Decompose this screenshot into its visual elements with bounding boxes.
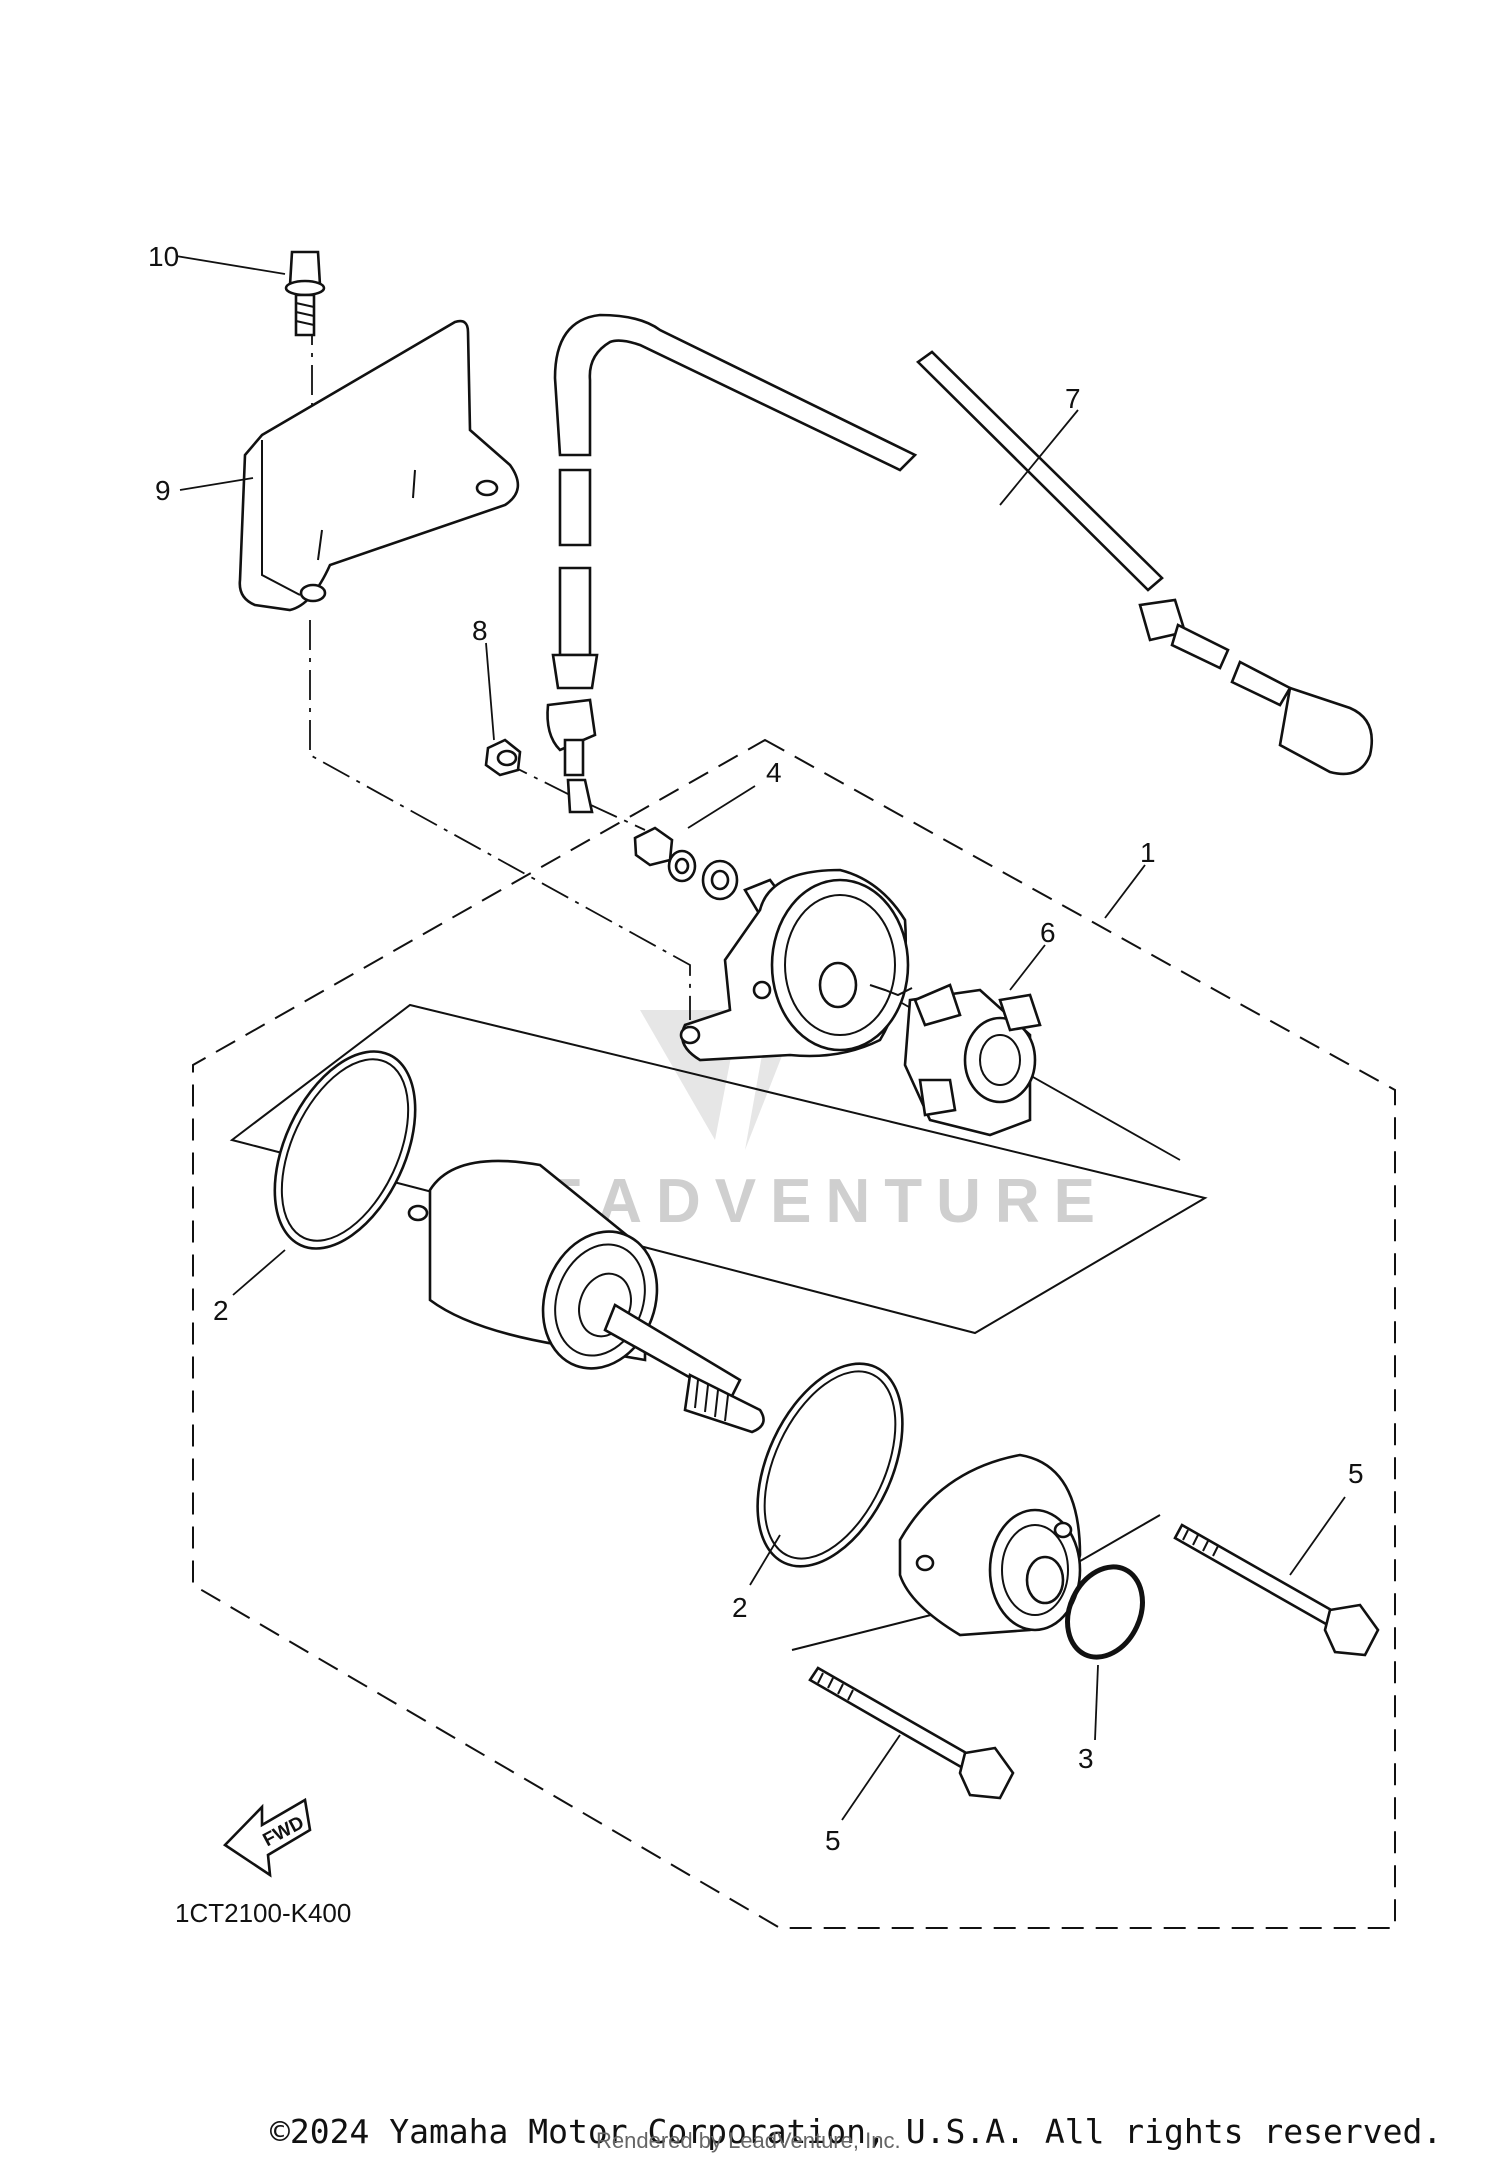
leader-lines xyxy=(175,255,1346,1821)
copyright-notice: ©2024 Yamaha Motor Corporation, U.S.A. A… xyxy=(270,2112,1443,2151)
callout-2-rear: 2 xyxy=(213,1295,229,1326)
fwd-arrow-icon: FWD xyxy=(222,1797,312,1878)
nut-part-8 xyxy=(484,738,522,777)
brush-holder-part-6 xyxy=(869,983,1042,1137)
diagram-code: 1CT2100-K400 xyxy=(175,1898,351,1928)
callout-6: 6 xyxy=(1040,917,1056,948)
callout-5-left: 5 xyxy=(825,1825,841,1856)
bracket-part-9 xyxy=(238,319,520,612)
o-ring-part-2-rear xyxy=(273,1050,417,1250)
bolt-part-5-right xyxy=(1173,1523,1380,1657)
nut-washer-part-4 xyxy=(633,826,739,901)
motor-yoke xyxy=(407,1159,765,1434)
callout-9: 9 xyxy=(155,475,171,506)
bracket-centerline xyxy=(309,620,691,1020)
o-ring-part-2-front xyxy=(756,1362,904,1568)
rear-kit-outline xyxy=(229,1003,1208,1335)
callout-10: 10 xyxy=(148,241,179,272)
cable-part-7 xyxy=(546,313,1374,814)
callout-3: 3 xyxy=(1078,1743,1094,1774)
callout-5-right: 5 xyxy=(1348,1458,1364,1489)
rear-cover xyxy=(679,868,910,1062)
front-cover xyxy=(898,1453,1082,1637)
callout-8: 8 xyxy=(472,615,488,646)
assembly-boundary xyxy=(192,738,1396,1929)
callout-1: 1 xyxy=(1140,837,1156,868)
bolt-part-10 xyxy=(284,250,326,337)
callout-2-front: 2 xyxy=(732,1592,748,1623)
rendered-by-notice: Rendered by LeadVenture, Inc. xyxy=(596,2128,901,2153)
bolt-part-5-left xyxy=(808,1666,1015,1800)
o-ring-part-3 xyxy=(1065,1564,1145,1660)
callout-4: 4 xyxy=(766,757,782,788)
callout-7: 7 xyxy=(1065,383,1081,414)
